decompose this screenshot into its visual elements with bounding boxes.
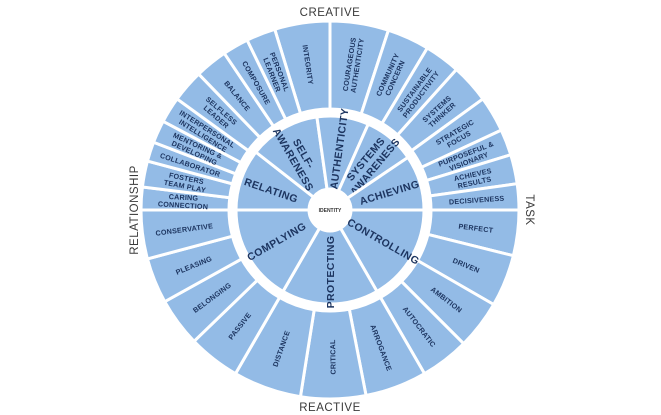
outer-ring-segment: PLEASING xyxy=(145,234,244,304)
center-circle xyxy=(309,189,351,231)
outer-ring-segment: PERSONALLEARNER xyxy=(245,27,303,122)
outer-ring-label: PERFECT xyxy=(458,222,494,235)
axis-label-creative: CREATIVE xyxy=(300,7,361,19)
outer-ring-segment: CARINGCONNECTION xyxy=(139,185,232,212)
outer-ring-label: CARINGCONNECTION xyxy=(158,191,209,211)
outer-ring-wedge xyxy=(245,27,303,122)
outer-ring-segment: COURAGEOUSAUTHENTICITY xyxy=(328,19,391,116)
outer-ring-label: DECISIVENESS xyxy=(449,194,505,207)
outer-ring-segment: PASSIVE xyxy=(191,278,282,376)
outer-ring-label: CRITICAL xyxy=(328,339,338,375)
inner-ring-label: PROTECTING xyxy=(325,236,337,309)
axis-label-task: TASK xyxy=(523,194,535,225)
axis-label-reactive: REACTIVE xyxy=(299,402,361,414)
center-label: IDENTITY xyxy=(319,208,342,214)
outer-ring-segment: ARROGANCE xyxy=(347,295,427,398)
outer-ring-segment: STRATEGICFOCUS xyxy=(409,96,504,170)
axis-label-relationship: RELATIONSHIP xyxy=(129,165,141,255)
outer-ring-segment: DECISIVENESS xyxy=(428,182,521,212)
